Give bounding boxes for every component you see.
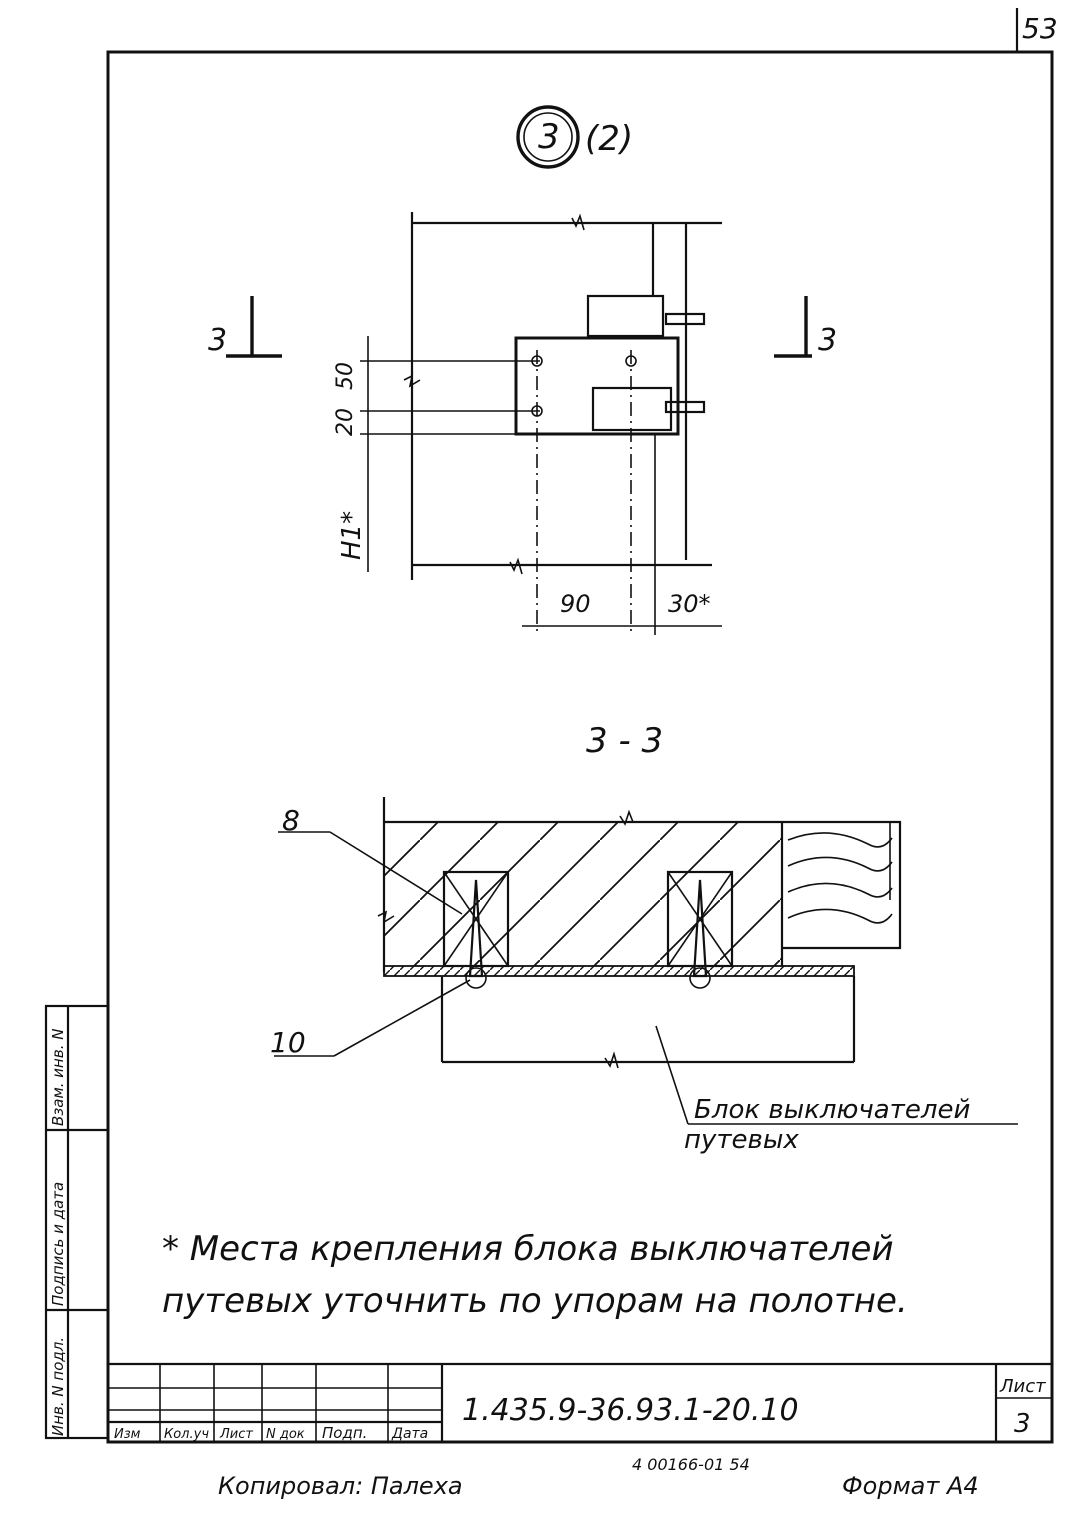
note-line2: путевых уточнить по упорам на полотне.: [162, 1281, 908, 1321]
section-mark-left: [226, 296, 282, 358]
dimension-50: 50: [333, 362, 358, 390]
side-stamp-col3: Взам. инв. N: [49, 1029, 67, 1126]
side-stamp: [44, 1004, 110, 1440]
title-header-kolуч: Кол.уч: [164, 1427, 209, 1442]
callout-8: 8: [282, 804, 300, 837]
format-label: Формат А4: [842, 1472, 979, 1500]
block-label-line1: Блок выключателей: [694, 1095, 970, 1125]
dimension-20: 20: [333, 408, 358, 436]
detail-marker: [516, 105, 580, 169]
dimension-90: 90: [560, 590, 591, 618]
title-block: [108, 1362, 1052, 1442]
block-label-line2: путевых: [684, 1125, 799, 1155]
dimension-h1: H1*: [337, 511, 367, 560]
copied-by: Копировал: Палеха: [218, 1472, 463, 1500]
title-header-data: Дата: [391, 1426, 428, 1442]
sheet-number: 3: [1014, 1409, 1031, 1439]
title-header-podp: Подп.: [322, 1424, 367, 1442]
archive-number: 4 00166-01 54: [632, 1455, 750, 1474]
section-mark-right-label: 3: [818, 323, 837, 358]
page-number: 53: [1022, 12, 1058, 45]
title-header-list: Лист: [219, 1427, 253, 1442]
side-stamp-col1: Инв. N подл.: [49, 1337, 67, 1436]
section-view: [274, 797, 1018, 1125]
section-mark-left-label: 3: [208, 323, 227, 358]
sheet-label: Лист: [999, 1376, 1046, 1397]
callout-10: 10: [270, 1026, 306, 1059]
section-title: 3 - 3: [586, 721, 663, 761]
title-header-izm: Изм: [114, 1427, 141, 1442]
dimension-30: 30*: [668, 590, 711, 618]
side-stamp-col2: Подпись и дата: [49, 1182, 67, 1306]
title-header-ndok: N док: [266, 1427, 305, 1442]
detail-circle-number: 3: [538, 117, 560, 157]
sheet-frame: [106, 8, 1054, 1444]
top-view: [360, 212, 722, 635]
detail-reference: (2): [585, 119, 633, 159]
document-code: 1.435.9-36.93.1-20.10: [462, 1393, 799, 1428]
note-line1: * Места крепления блока выключателей: [162, 1229, 894, 1269]
section-mark-right: [774, 296, 812, 358]
